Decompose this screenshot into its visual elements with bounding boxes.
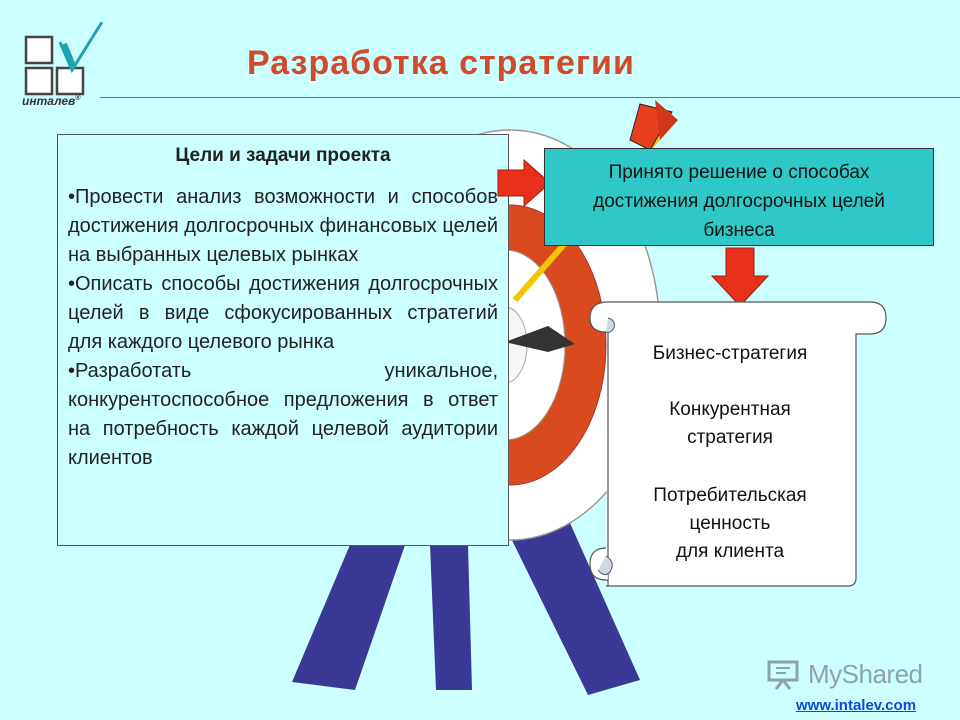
goal-item: •Описать способы достижения долгосрочных… xyxy=(68,273,498,353)
goals-box: Цели и задачи проекта •Провести анализ в… xyxy=(57,134,509,546)
scroll-line: для клиента xyxy=(675,541,785,562)
watermark-text: MyShared xyxy=(808,658,923,689)
decision-line: достижения долгосрочных целей xyxy=(593,191,885,212)
scroll-item-competitive-strategy: Конкурентная стратегия xyxy=(608,396,852,452)
goal-item: •Разработать уникальное, конкурентоспосо… xyxy=(68,360,498,469)
decision-line: бизнеса xyxy=(703,220,775,241)
down-arrow-icon xyxy=(710,247,770,307)
scroll-item-business-strategy: Бизнес-стратегия xyxy=(608,340,852,368)
header-divider xyxy=(100,97,960,98)
myshared-watermark: MyShared xyxy=(766,656,923,692)
intalev-logo: инталев® xyxy=(22,21,108,108)
goal-item: •Провести анализ возможности и способов … xyxy=(68,186,498,266)
goals-heading: Цели и задачи проекта xyxy=(175,145,391,166)
scroll-line: Конкурентная xyxy=(669,399,791,420)
presentation-icon xyxy=(767,660,799,690)
arrow-fletching-2 xyxy=(655,100,678,140)
scroll-line: Бизнес-стратегия xyxy=(652,343,808,364)
page-title: Разработка стратегии xyxy=(247,44,635,82)
decision-line: Принято решение о способах xyxy=(608,162,870,183)
arrow-tip xyxy=(505,326,575,352)
scroll-line: ценность xyxy=(689,513,771,534)
decision-box: Принято решение о способах достижения до… xyxy=(544,148,934,246)
scroll-shape xyxy=(589,301,887,587)
logo-text: инталев xyxy=(22,94,76,108)
right-arrow-icon xyxy=(497,158,551,208)
target-leg-back xyxy=(430,545,472,690)
target-leg-right xyxy=(506,505,640,695)
scroll-line: Потребительская xyxy=(653,485,807,506)
logo-registered-mark: ® xyxy=(75,95,81,102)
target-leg-left xyxy=(292,540,405,690)
scroll-item-customer-value: Потребительская ценность для клиента xyxy=(608,482,852,566)
intalev-website-link[interactable]: www.intalev.com xyxy=(796,697,917,714)
scroll-line: стратегия xyxy=(687,427,773,448)
